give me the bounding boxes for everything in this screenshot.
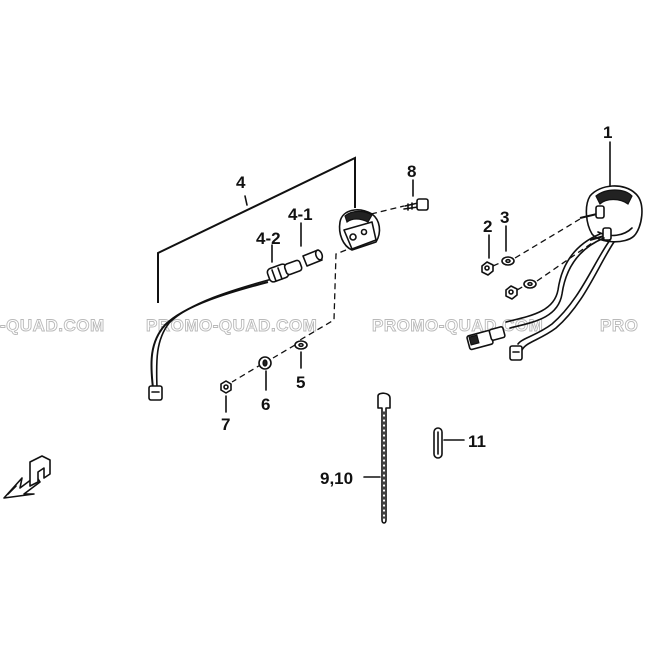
part-4-1-sensor-tip [302, 249, 324, 267]
callout-2: 2 [483, 217, 492, 236]
leader-lines [225, 141, 611, 478]
callout-6: 6 [261, 395, 270, 414]
assembly-lines-right [492, 218, 593, 291]
part-5-washer [294, 340, 308, 350]
part-1-tail-light [466, 185, 643, 361]
part-7-nut [220, 380, 232, 394]
part-8-screw [403, 198, 429, 211]
sensor-bracket-housing [338, 209, 381, 251]
group-bracket-4 [157, 156, 356, 303]
part-6-spacer [258, 356, 272, 370]
callout-5: 5 [296, 373, 305, 392]
part-3-washer [501, 256, 537, 289]
callout-9-10: 9,10 [320, 469, 353, 488]
callout-3: 3 [500, 208, 509, 227]
part-11-clip [433, 427, 443, 459]
callout-4-1: 4-1 [288, 205, 313, 224]
callout-7: 7 [221, 415, 230, 434]
callout-1: 1 [603, 123, 612, 142]
assembly-lines-left [231, 205, 405, 383]
front-direction-arrow-icon [3, 455, 51, 499]
watermark-text-2: PROMO-QUAD.COM [146, 316, 317, 335]
part-4-2-sensor-body [266, 259, 303, 283]
part-9-10-cable-tie [377, 392, 391, 524]
part-2-nut [481, 261, 518, 300]
callout-8: 8 [407, 162, 416, 181]
callouts: 1 2 3 4 4-1 4-2 5 6 7 8 9,10 11 [221, 123, 612, 488]
callout-4-2: 4-2 [256, 229, 281, 248]
harness-connector-small-icon [509, 345, 523, 361]
callout-11: 11 [468, 432, 486, 451]
callout-4: 4 [236, 173, 246, 192]
watermark-text-4: PRO [600, 316, 638, 335]
cable-end-connector-icon [148, 385, 163, 401]
part-4-cable-assembly [148, 249, 324, 401]
watermark-text-1: -QUAD.COM [0, 316, 105, 335]
